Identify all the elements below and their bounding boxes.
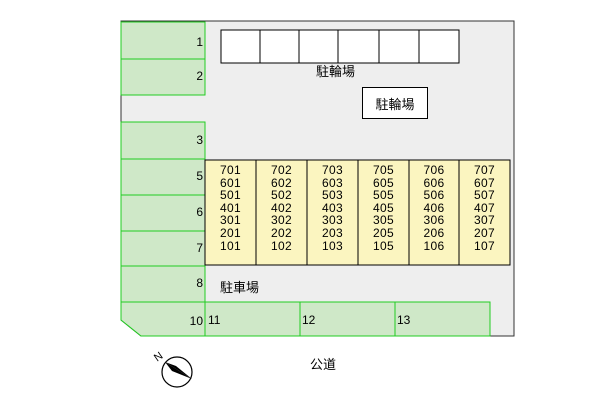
unit-number: 603 xyxy=(322,175,343,190)
unit-number: 207 xyxy=(474,225,495,240)
compass-icon xyxy=(161,356,193,388)
unit-number: 602 xyxy=(271,175,292,190)
unit-number: 107 xyxy=(474,238,495,253)
unit-number: 103 xyxy=(322,238,343,253)
unit-number: 101 xyxy=(220,238,241,253)
parking-spaces-bottom xyxy=(204,301,491,337)
unit-number: 303 xyxy=(322,213,343,228)
unit-number: 205 xyxy=(373,225,394,240)
bicycle-parking-sign: 駐輪場 xyxy=(362,87,428,119)
unit-number: 707 xyxy=(474,163,495,177)
unit-number: 306 xyxy=(423,213,445,228)
unit-number: 402 xyxy=(271,200,292,215)
space-number: 12 xyxy=(302,313,316,327)
unit-number: 302 xyxy=(271,213,292,228)
unit-column: 703 603 503 403 303 203 103 xyxy=(307,160,358,265)
space-number: 1 xyxy=(196,35,203,49)
parking-spaces-left xyxy=(120,21,206,337)
unit-number: 607 xyxy=(474,175,495,190)
bicycle-rack xyxy=(220,29,460,64)
unit-number: 505 xyxy=(373,188,394,203)
unit-number: 406 xyxy=(423,200,445,215)
unit-number: 301 xyxy=(220,213,241,228)
unit-number: 705 xyxy=(373,163,394,177)
unit-number: 507 xyxy=(474,188,495,203)
space-number: 2 xyxy=(196,69,203,83)
unit-number: 706 xyxy=(423,163,445,177)
unit-number: 401 xyxy=(220,200,241,215)
unit-number: 202 xyxy=(271,225,292,240)
space-number: 8 xyxy=(196,276,203,290)
unit-column: 702 602 502 402 302 202 102 xyxy=(256,160,307,265)
unit-number: 606 xyxy=(423,175,445,190)
unit-number: 501 xyxy=(220,188,241,203)
space-number: 13 xyxy=(397,313,411,327)
unit-number: 407 xyxy=(474,200,495,215)
space-number: 10 xyxy=(189,314,203,328)
space-number: 7 xyxy=(196,241,203,255)
space-number: 3 xyxy=(196,133,203,147)
unit-number: 405 xyxy=(373,200,394,215)
bicycle-parking-label: 駐輪場 xyxy=(316,64,356,79)
unit-number: 506 xyxy=(423,188,445,203)
unit-number: 702 xyxy=(271,163,292,177)
unit-number: 206 xyxy=(423,225,445,240)
unit-number: 307 xyxy=(474,213,495,228)
space-number: 6 xyxy=(196,205,203,219)
unit-number: 201 xyxy=(220,225,241,240)
unit-number: 703 xyxy=(322,163,343,177)
unit-number: 605 xyxy=(373,175,394,190)
unit-number: 305 xyxy=(373,213,394,228)
road-label: 公道 xyxy=(310,357,337,372)
unit-number: 102 xyxy=(271,238,292,253)
unit-number: 403 xyxy=(322,200,343,215)
parking-label: 駐車場 xyxy=(220,280,260,295)
unit-number: 502 xyxy=(271,188,292,203)
unit-column: 707 607 507 407 307 207 107 xyxy=(459,160,510,265)
unit-number: 503 xyxy=(322,188,343,203)
space-number: 11 xyxy=(208,313,221,327)
space-number: 5 xyxy=(196,169,203,183)
unit-number: 701 xyxy=(220,163,241,177)
unit-number: 105 xyxy=(373,238,394,253)
unit-number: 601 xyxy=(220,175,241,190)
unit-column: 706 606 506 406 306 206 106 xyxy=(409,160,459,265)
unit-number: 106 xyxy=(423,238,445,253)
unit-column: 705 605 505 405 305 205 105 xyxy=(358,160,409,265)
unit-number: 203 xyxy=(322,225,343,240)
unit-column: 701 601 501 401 301 201 101 xyxy=(205,160,256,265)
